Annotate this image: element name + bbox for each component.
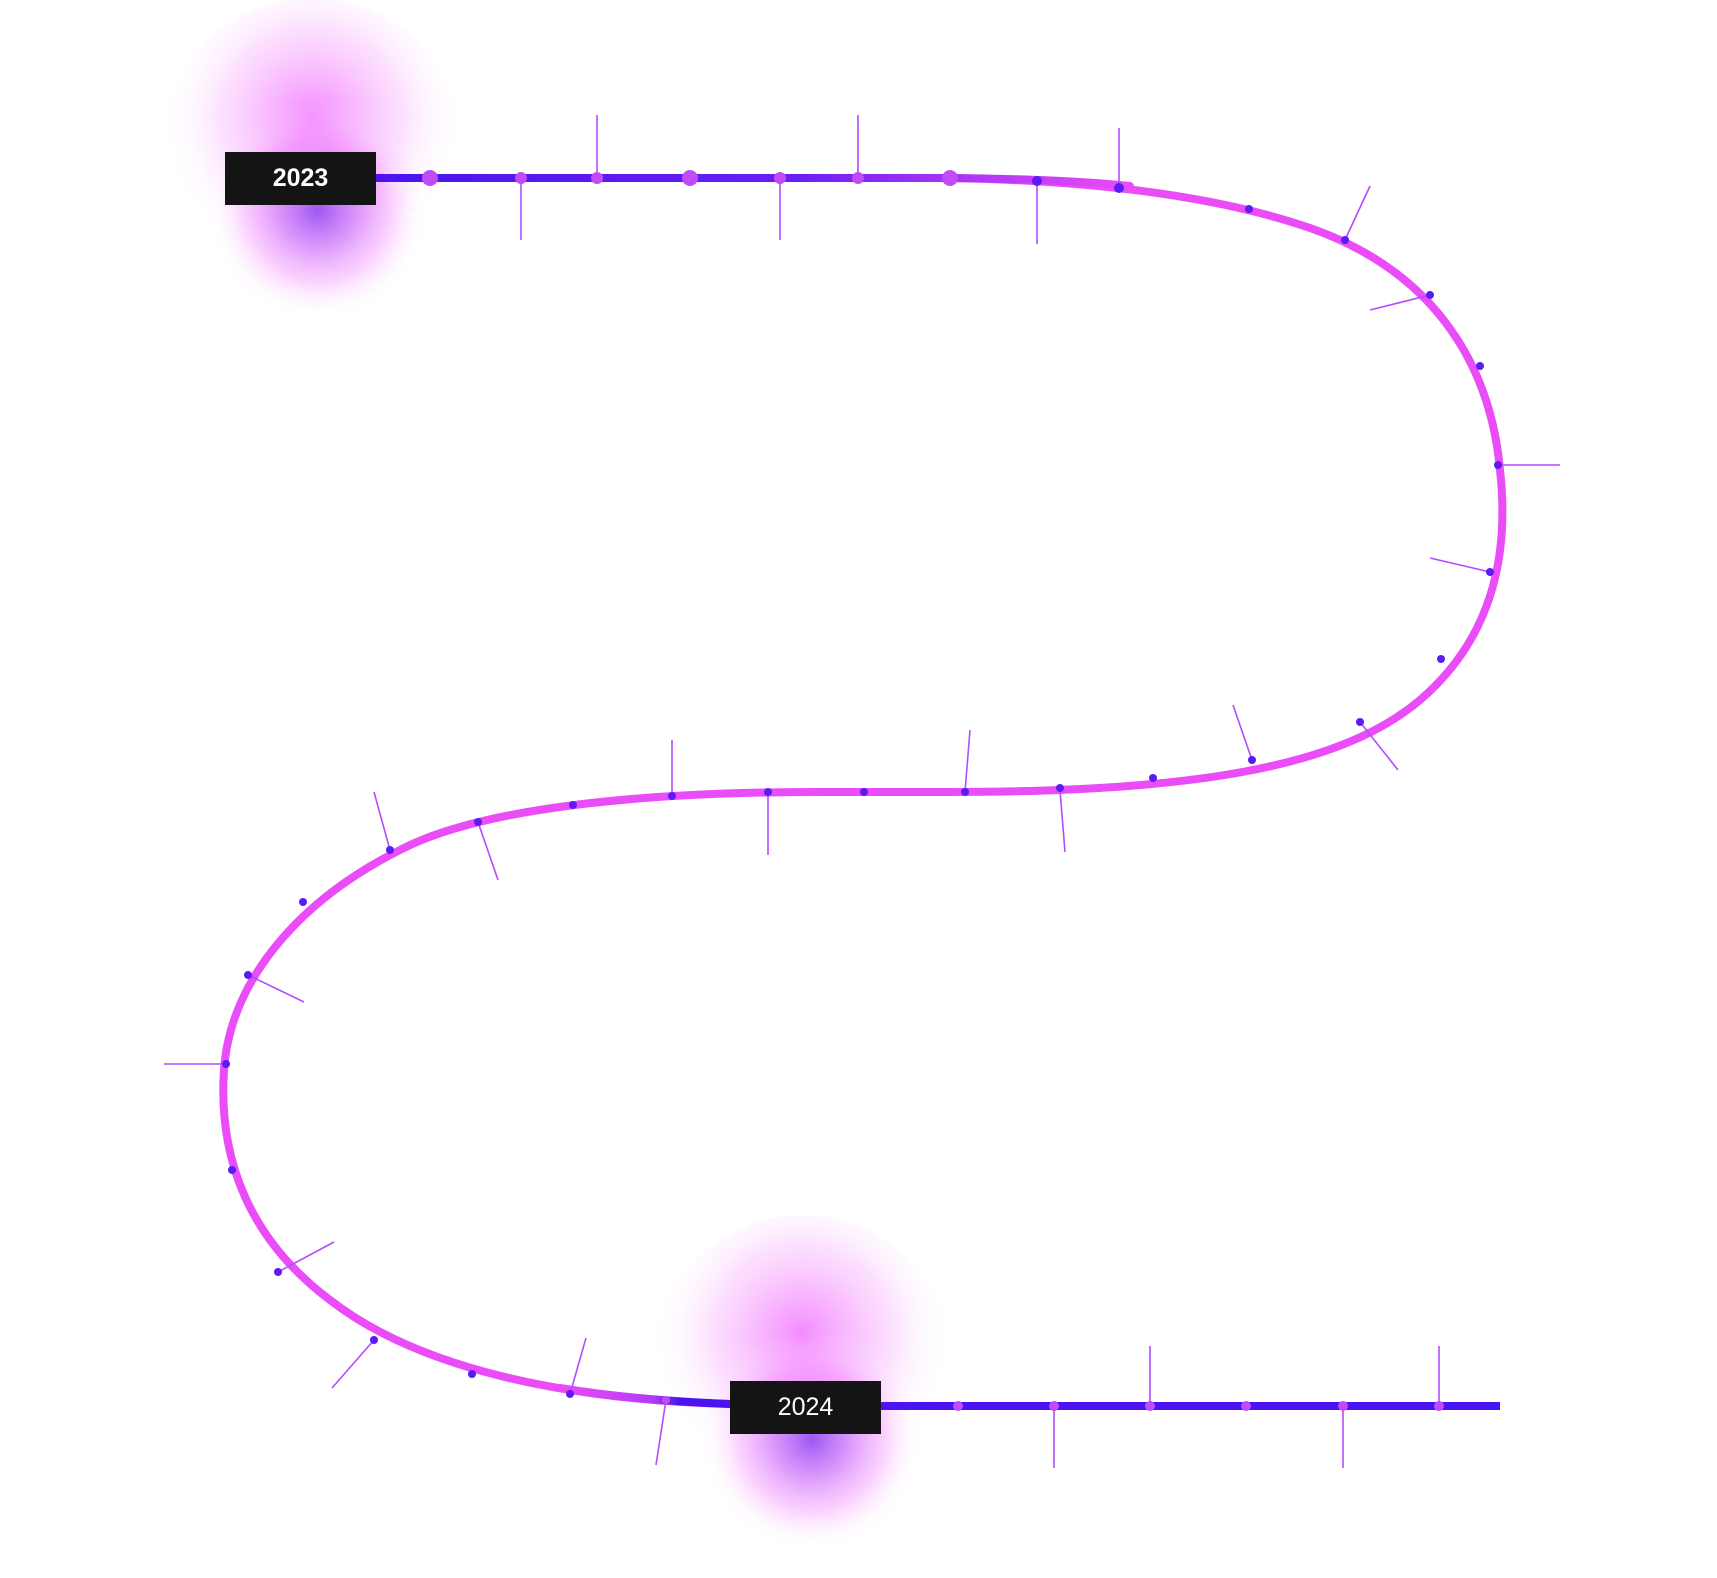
dot [942,170,958,186]
tick-marks [164,115,1560,1468]
tick [1344,185,1371,241]
faint-label-a: Jan [682,1490,707,1506]
dot [852,172,864,184]
dot [668,792,676,800]
tick [477,821,499,881]
dot [1356,718,1364,726]
dot [468,1370,476,1378]
dot [1145,1401,1155,1411]
dot [961,788,969,796]
dot [569,801,577,809]
dot [1476,362,1484,370]
tick [1429,557,1491,573]
dot [386,846,394,854]
dot [1494,461,1502,469]
tick [1059,789,1066,853]
year-tag-start: 2023 [225,152,376,205]
dot [591,172,603,184]
tick [277,1241,335,1273]
tick [964,729,971,793]
tick [1369,294,1431,311]
tick [247,974,305,1003]
month-label-jan: Jan [410,198,447,221]
month-dots [222,170,1502,1411]
tick [569,1337,587,1395]
dot [1437,655,1445,663]
dot [1338,1401,1348,1411]
faint-label-b: J [940,1428,948,1444]
tick [1359,721,1399,771]
dot [1032,176,1042,186]
dot [244,971,252,979]
dot [1341,236,1349,244]
dot [474,818,482,826]
dot [1248,756,1256,764]
dot [764,788,772,796]
tick [655,1399,667,1466]
dot [953,1401,963,1411]
dot [1245,205,1253,213]
dot [1241,1401,1251,1411]
dot [222,1060,230,1068]
dot [1426,291,1434,299]
dot [274,1268,282,1276]
dot [1434,1401,1444,1411]
dot [1049,1401,1059,1411]
dot [682,170,698,186]
dot [1486,568,1494,576]
dot [1114,183,1124,193]
dot [860,788,868,796]
dot [422,170,438,186]
tick [331,1339,375,1389]
dot [774,172,786,184]
dot [515,172,527,184]
dot [566,1390,574,1398]
dot [228,1166,236,1174]
tick [373,791,391,851]
tick [1232,704,1253,761]
timeline-path [219,174,1507,1410]
dot [299,898,307,906]
year-tag-end: 2024 [730,1381,881,1434]
dot [662,1396,670,1404]
dot [1056,784,1064,792]
dot [370,1336,378,1344]
dot [1149,774,1157,782]
